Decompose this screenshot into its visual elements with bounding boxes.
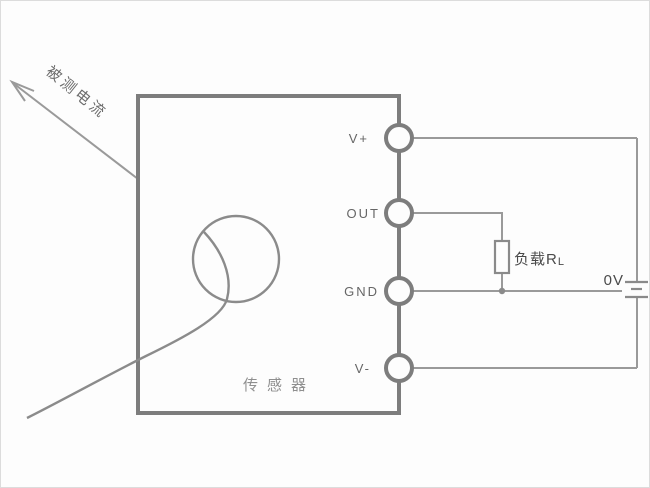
terminal-vminus-circle xyxy=(384,353,414,383)
terminal-out-label: OUT xyxy=(347,206,380,221)
zero-volt-label: 0V xyxy=(604,272,624,289)
load-label: 负载RL xyxy=(514,251,565,268)
sensor-label: 传感器 xyxy=(243,377,315,394)
arrow-head-icon xyxy=(9,79,35,102)
terminal-vminus-label: V- xyxy=(355,361,371,376)
measured-current-arrow xyxy=(9,79,139,180)
sensor-aperture-circle xyxy=(191,214,281,304)
junction-dot xyxy=(498,287,506,295)
battery-icon xyxy=(625,280,648,299)
arrow-shaft xyxy=(12,82,139,180)
terminal-gnd-label: GND xyxy=(344,284,379,299)
load-resistor xyxy=(493,239,511,275)
load-label-subscript: L xyxy=(558,256,565,268)
load-label-text: 负载R xyxy=(514,251,558,268)
wire-out xyxy=(412,212,503,241)
sensor-box xyxy=(136,94,401,415)
terminal-vplus-label: V+ xyxy=(349,131,369,146)
primary-conductor-curve xyxy=(26,231,230,420)
terminal-vplus-circle xyxy=(384,123,414,153)
terminal-gnd-circle xyxy=(384,276,414,306)
terminal-out-circle xyxy=(384,198,414,228)
